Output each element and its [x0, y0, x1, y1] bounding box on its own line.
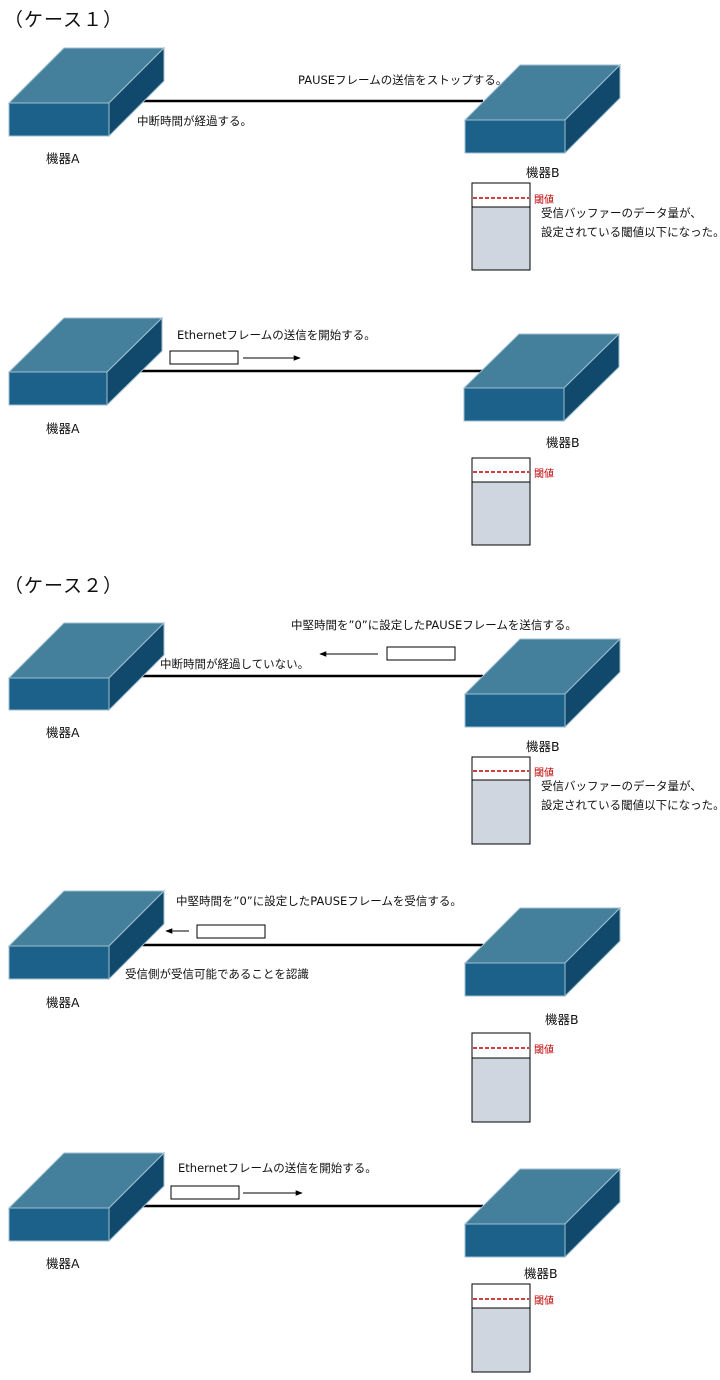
ethernet-frame-rectangle-icon — [170, 1185, 240, 1200]
case2-panel1 — [7, 621, 622, 845]
pause-frame-rectangle-icon — [196, 924, 266, 939]
note-line-1: 受信バッファーのデータ量が、 — [541, 779, 702, 793]
case1-panel1-buffer-note: 受信バッファーのデータ量が、 設定されている閾値以下になった。 — [541, 204, 720, 242]
device-a-network-switch-icon — [7, 889, 166, 981]
case1-panel2-caption: Ethernetフレームの送信を開始する。 — [177, 328, 376, 342]
case2-panel3-device-a-label: 機器A — [46, 1256, 80, 1271]
ethernet-frame-rectangle-icon — [169, 350, 239, 365]
device-a-network-switch-icon — [7, 621, 166, 712]
note-line-1: 受信バッファーのデータ量が、 — [541, 206, 702, 220]
case1-panel2-device-b-label: 機器B — [546, 435, 580, 450]
case2-panel1-buffer-note: 受信バッファーのデータ量が、 設定されている閾値以下になった。 — [541, 777, 720, 815]
case2-panel1-caption-b: 中堅時間を”0”に設定したPAUSEフレームを送信する。 — [291, 618, 577, 632]
note-line-2: 設定されている閾値以下になった。 — [541, 798, 720, 812]
case2-panel1-caption-a: 中断時間が経過していない。 — [160, 657, 310, 671]
case2-heading: （ケース２） — [4, 575, 124, 597]
pause-frame-rectangle-icon — [386, 646, 456, 661]
case1-panel1-device-b-label: 機器B — [526, 165, 560, 180]
case1-panel1 — [7, 46, 622, 271]
receive-buffer-icon — [471, 182, 531, 271]
case2-panel2-device-b-label: 機器B — [545, 1012, 579, 1027]
note-line-2: 設定されている閾値以下になった。 — [541, 225, 720, 239]
case1-panel1-threshold-label: 閾値 — [534, 195, 554, 206]
device-b-network-switch-icon — [463, 1167, 622, 1259]
receive-buffer-icon — [471, 1032, 531, 1123]
device-a-network-switch-icon — [7, 46, 166, 138]
case1-panel2-threshold-label: 閾値 — [534, 469, 554, 480]
case2-panel3-caption: Ethernetフレームの送信を開始する。 — [178, 1161, 377, 1175]
case1-panel1-device-a-label: 機器A — [46, 151, 80, 166]
case2-panel2 — [7, 889, 622, 1123]
case2-panel2-caption-a: 受信側が受信可能であることを認識 — [125, 967, 309, 981]
receive-buffer-icon — [471, 1283, 531, 1373]
receive-buffer-icon — [471, 457, 531, 546]
case2-panel2-device-a-label: 機器A — [46, 995, 80, 1010]
receive-buffer-icon — [471, 756, 531, 845]
case2-panel3-threshold-label: 閾値 — [534, 1296, 554, 1307]
case2-panel1-device-b-label: 機器B — [526, 739, 560, 754]
case1-panel1-caption-b: PAUSEフレームの送信をストップする。 — [298, 73, 508, 87]
case2-panel1-device-a-label: 機器A — [46, 725, 80, 740]
case2-panel2-threshold-label: 閾値 — [534, 1045, 554, 1056]
case2-panel1-threshold-label: 閾値 — [534, 768, 554, 779]
device-b-network-switch-icon — [463, 637, 622, 729]
case2-panel3 — [7, 1151, 622, 1373]
device-b-network-switch-icon — [463, 906, 622, 998]
case2-panel2-caption: 中堅時間を”0”に設定したPAUSEフレームを受信する。 — [176, 894, 462, 908]
device-b-network-switch-icon — [462, 332, 621, 423]
case1-panel2-device-a-label: 機器A — [46, 421, 80, 436]
device-a-network-switch-icon — [7, 316, 164, 407]
case2-panel3-device-b-label: 機器B — [524, 1266, 558, 1281]
case1-heading: （ケース１） — [4, 9, 124, 31]
device-a-network-switch-icon — [7, 1151, 166, 1243]
case1-panel2 — [7, 316, 621, 546]
case1-panel1-caption-a: 中断時間が経過する。 — [137, 114, 252, 128]
device-b-network-switch-icon — [463, 63, 622, 155]
